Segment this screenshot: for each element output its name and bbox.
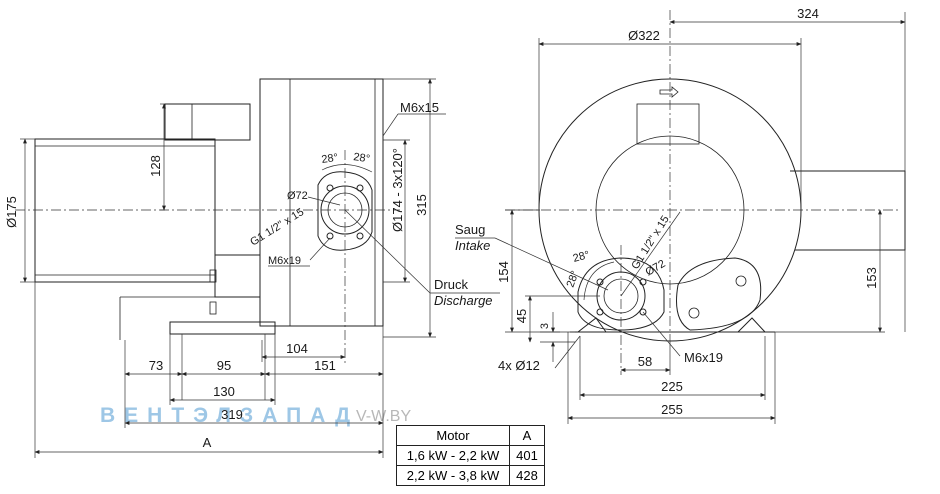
dim-151: 151 xyxy=(314,358,336,373)
intake-flange xyxy=(577,257,665,331)
intake-label-de: Saug xyxy=(455,222,485,237)
table-row: 1,6 kW - 2,2 kW 401 xyxy=(396,445,545,466)
motor-flange xyxy=(214,254,261,298)
foot-right xyxy=(737,317,766,333)
foot-left xyxy=(577,317,607,333)
intake-label-en: Intake xyxy=(455,238,490,253)
dim-154: 154 xyxy=(496,261,511,283)
front-view xyxy=(505,10,906,375)
motor-table-header-motor: Motor xyxy=(396,425,510,446)
dim-319: 319 xyxy=(221,407,243,422)
dim-A: A xyxy=(203,435,212,450)
dim-322: Ø322 xyxy=(628,28,660,43)
motor-table-header-a: A xyxy=(509,425,545,446)
discharge-flange xyxy=(317,171,373,251)
terminal-box xyxy=(164,103,251,141)
holes-label: 4x Ø12 xyxy=(498,358,540,373)
dim-255: 255 xyxy=(661,402,683,417)
side-view xyxy=(15,78,400,365)
side-dimensions: Ø175 128 315 Ø174 - 3x120° M6x15 Druck D… xyxy=(4,78,500,458)
table-row: 2,2 kW - 3,8 kW 428 xyxy=(396,465,545,486)
dim-58: 58 xyxy=(638,354,652,369)
flange-dia: Ø72 xyxy=(287,190,308,202)
thread-g-front: G1 1/2" x 15 xyxy=(629,214,671,272)
dim-324: 324 xyxy=(797,6,819,21)
angle-a: 28° xyxy=(321,152,339,166)
dim-3: 3 xyxy=(539,323,551,329)
dim-73: 73 xyxy=(149,358,163,373)
dim-128: 128 xyxy=(148,155,163,177)
motor-length: 428 xyxy=(509,465,545,486)
blower-housing xyxy=(259,78,384,327)
discharge-lobe xyxy=(676,257,762,331)
motor-table: Motor A 1,6 kW - 2,2 kW 401 2,2 kW - 3,8… xyxy=(396,425,545,486)
thread-m19: M6x19 xyxy=(268,255,301,267)
dim-104: 104 xyxy=(286,341,308,356)
terminal-box-front xyxy=(636,103,700,145)
discharge-label-de: Druck xyxy=(434,277,468,292)
discharge-label-en: Discharge xyxy=(434,293,493,308)
angle-b-front: 28° xyxy=(572,249,591,265)
dim-45: 45 xyxy=(514,309,529,323)
motor-range: 1,6 kW - 2,2 kW xyxy=(396,445,510,466)
rotation-arrow-icon xyxy=(659,86,679,98)
motor-range: 2,2 kW - 3,8 kW xyxy=(396,465,510,486)
dim-315: 315 xyxy=(414,194,429,216)
watermark-site: V-W.BY xyxy=(356,408,412,425)
motor-housing xyxy=(34,138,216,283)
outlet-channel xyxy=(790,170,906,251)
flange-dia-front: Ø72 xyxy=(644,258,668,279)
angle-b: 28° xyxy=(353,151,371,165)
dim-bolt-circle: Ø174 - 3x120° xyxy=(390,148,405,232)
dim-130: 130 xyxy=(213,384,235,399)
dim-225: 225 xyxy=(661,379,683,394)
motor-length: 401 xyxy=(509,445,545,466)
base-plate xyxy=(169,321,276,335)
thread-g: G1 1/2" x 15 xyxy=(248,206,306,248)
front-dimensions: 324 Ø322 153 154 45 3 Saug Intake 28° xyxy=(455,6,906,424)
thread-m19-front: M6x19 xyxy=(684,350,723,365)
dim-95: 95 xyxy=(217,358,231,373)
angle-a-front: 28° xyxy=(565,269,582,289)
dim-175: Ø175 xyxy=(4,196,19,228)
dim-153: 153 xyxy=(864,267,879,289)
thread-top: M6x15 xyxy=(400,100,439,115)
